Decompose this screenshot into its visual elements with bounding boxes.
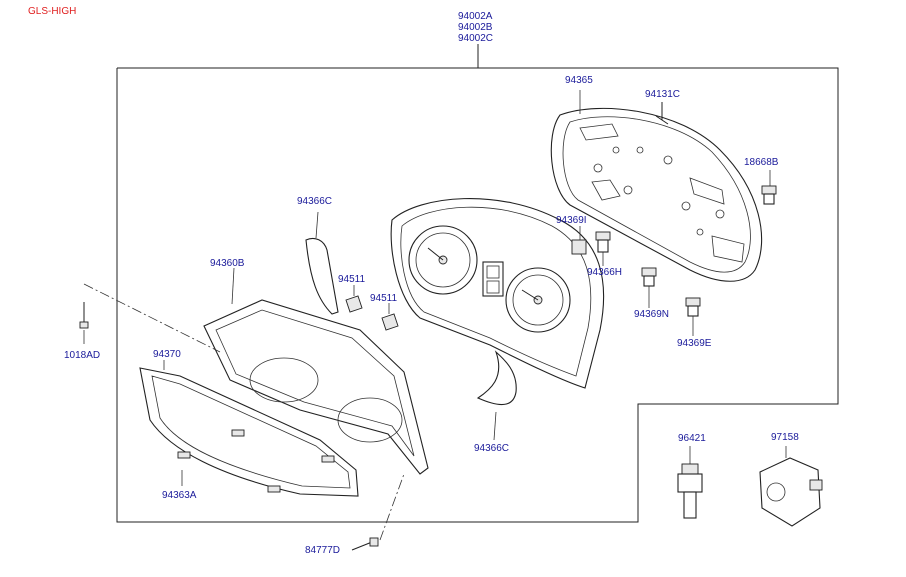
socket-94369n (641, 267, 657, 308)
screw-94131c (655, 102, 669, 125)
part-label-94369e: 94369E (677, 338, 712, 349)
part-label-96421: 96421 (678, 433, 706, 444)
part-label-94365: 94365 (565, 75, 593, 86)
screw-1018ad (79, 302, 89, 344)
part-label-1018ad: 1018AD (64, 350, 101, 361)
part-label-18668b: 18668B (744, 157, 779, 168)
assembly-frame (116, 67, 839, 523)
screw-84777d (351, 537, 379, 551)
meter-housing (390, 198, 605, 389)
part-label-94131c: 94131C (645, 89, 681, 100)
part-label-97158: 97158 (771, 432, 799, 443)
centerline-1018ad (83, 283, 221, 353)
part-label-94366h: 94366H (587, 267, 623, 278)
socket-94369i (571, 239, 587, 255)
part-label-94511-b: 94511 (370, 293, 398, 304)
part-label-94511-a: 94511 (338, 274, 366, 285)
part-label-94366c-bottom: 94366C (474, 443, 510, 454)
sensor-96421 (677, 446, 703, 519)
lens-94370 (139, 360, 359, 497)
socket-94366h (595, 231, 611, 266)
clip-94511-b (381, 313, 399, 331)
part-label-94369n: 94369N (634, 309, 670, 320)
clip-94511-a (345, 295, 363, 313)
part-label-94369i: 94369I (556, 215, 587, 226)
panel-94366c-lower (476, 350, 517, 406)
socket-94369e (685, 297, 701, 336)
part-label-94360b: 94360B (210, 258, 245, 269)
bulb-18668b (761, 170, 777, 205)
part-label-94370: 94370 (153, 349, 181, 360)
centerline-84777d (379, 473, 405, 541)
part-label-94363a: 94363A (162, 490, 197, 501)
part-label-84777d: 84777D (305, 545, 341, 556)
assembly-number: 94002A (458, 11, 493, 22)
panel-94366c-upper (305, 237, 339, 315)
back-cover-94365 (550, 90, 763, 282)
assembly-number-list: 94002A 94002B 94002C (458, 11, 493, 44)
assembly-number: 94002B (458, 22, 493, 33)
connector-97158 (759, 446, 823, 527)
part-label-94366c-top: 94366C (297, 196, 333, 207)
mask-94360b (203, 267, 429, 475)
variant-label: GLS-HIGH (28, 6, 77, 17)
assembly-number: 94002C (458, 33, 494, 44)
